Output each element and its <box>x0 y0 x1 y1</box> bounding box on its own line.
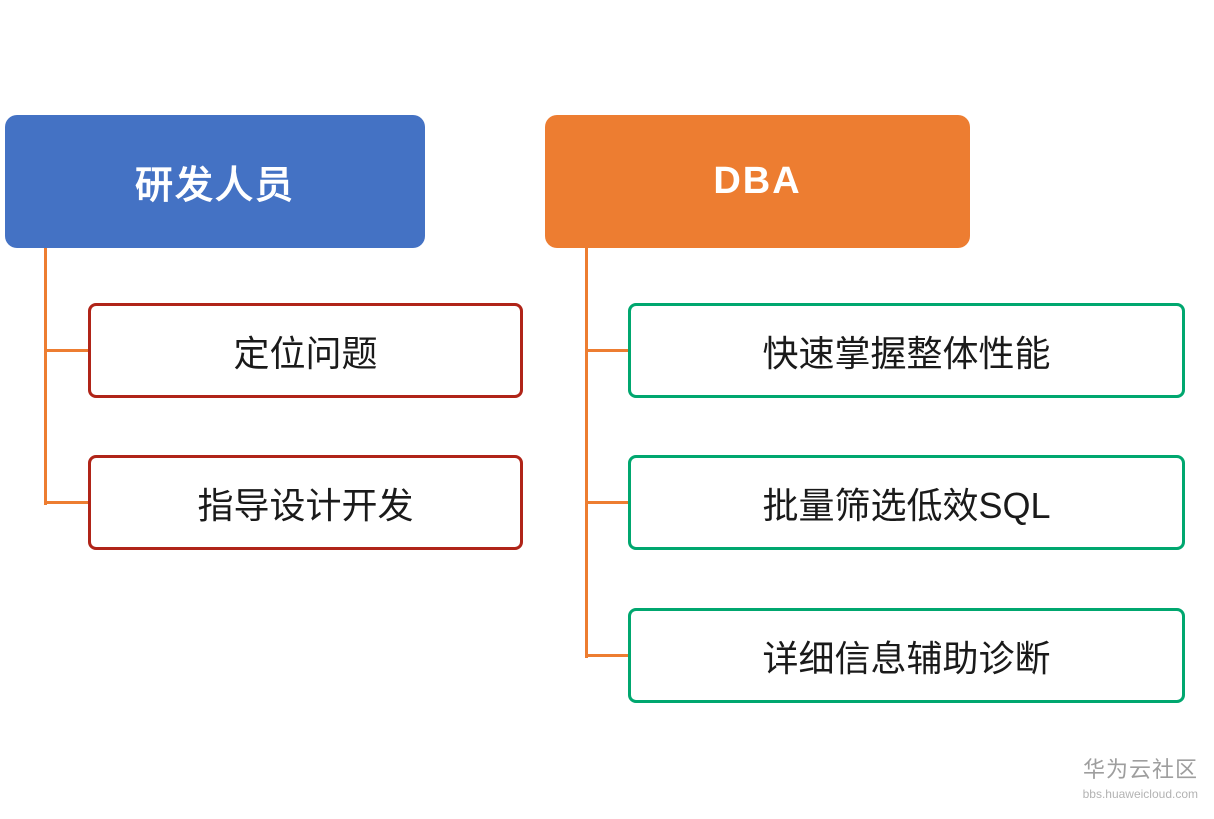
header-rd-personnel: 研发人员 <box>5 115 425 248</box>
watermark: 华为云社区 bbs.huaweicloud.com <box>1083 752 1198 801</box>
node-overall-performance: 快速掌握整体性能 <box>628 303 1185 398</box>
node-filter-inefficient-sql-label: 批量筛选低效SQL <box>762 484 1051 526</box>
node-locate-problems-label: 定位问题 <box>233 332 378 374</box>
header-dba: DBA <box>545 115 970 248</box>
node-locate-problems: 定位问题 <box>88 303 523 398</box>
node-guide-design-dev-label: 指导设计开发 <box>197 484 414 526</box>
watermark-url: bbs.huaweicloud.com <box>1082 787 1198 801</box>
node-overall-performance-label: 快速掌握整体性能 <box>762 332 1051 374</box>
node-detail-diagnosis: 详细信息辅助诊断 <box>628 608 1185 703</box>
connector-left-branch-1 <box>44 349 88 352</box>
header-rd-personnel-label: 研发人员 <box>134 165 295 207</box>
connector-left-vertical <box>44 248 47 505</box>
connector-right-branch-3 <box>585 654 628 657</box>
connector-right-branch-1 <box>585 349 628 352</box>
header-dba-label: DBA <box>713 160 802 202</box>
node-guide-design-dev: 指导设计开发 <box>88 455 523 550</box>
node-detail-diagnosis-label: 详细信息辅助诊断 <box>762 637 1051 679</box>
connector-right-branch-2 <box>585 501 628 504</box>
node-filter-inefficient-sql: 批量筛选低效SQL <box>628 455 1185 550</box>
connector-left-branch-2 <box>44 501 88 504</box>
connector-right-vertical <box>585 248 588 658</box>
watermark-title: 华为云社区 <box>1082 757 1198 782</box>
